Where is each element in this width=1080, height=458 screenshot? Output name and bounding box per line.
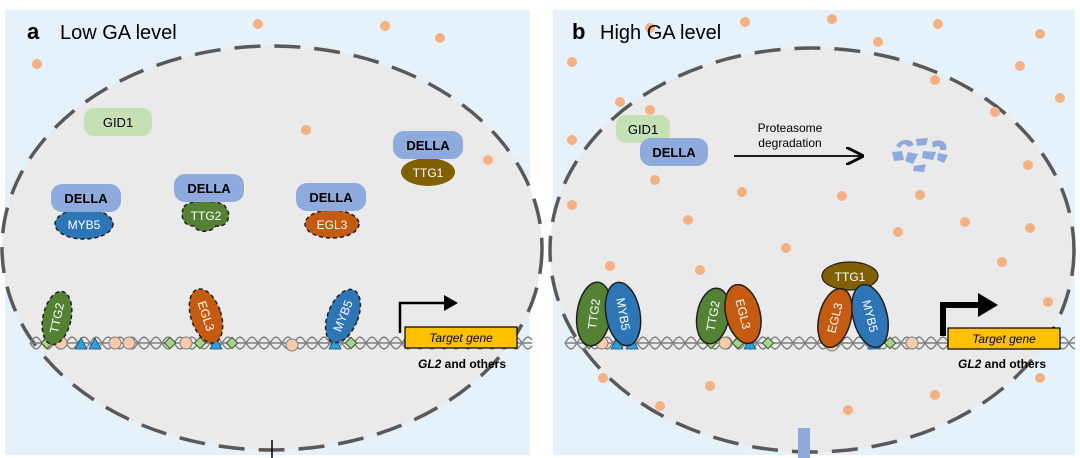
panel-b-title: High GA level (600, 22, 721, 44)
ttg1-protein-a (401, 158, 455, 186)
egl3-bound-a (188, 288, 224, 344)
promoter-arrowhead-a (444, 295, 458, 311)
egl3-bound-b2 (817, 287, 853, 349)
ttg2-protein-a (181, 200, 230, 232)
ttg2-label-a: TTG2 (191, 209, 222, 223)
ttg2-bound-label-b1: TTG2 (585, 298, 603, 331)
della-box-a3 (296, 183, 366, 211)
della-label-b: DELLA (652, 145, 696, 160)
target-gene-box-a (404, 326, 518, 349)
della-label-a1: DELLA (64, 191, 108, 206)
gl2-rest-b: and others (981, 357, 1046, 371)
ga-dots-b (567, 14, 1065, 415)
gl2-gene-a: GL2 (418, 357, 442, 371)
promoter-arrowhead-b (978, 293, 998, 317)
ttg1-protein-b (821, 261, 879, 291)
gl2-label-b: GL2 and others (958, 357, 1046, 371)
myb5-bound-b1 (604, 281, 642, 347)
panel-b: b High GA level GID1 DELLA Proteasome de… (548, 10, 1076, 458)
gl2-rest-a: and others (441, 357, 506, 371)
promoter-arrow-b (940, 302, 983, 336)
gid1-box-b (616, 115, 670, 143)
ttg2-bound-label-a: TTG2 (47, 301, 67, 334)
myb5-label-a: MYB5 (68, 218, 101, 232)
della-label-a4: DELLA (406, 138, 450, 153)
target-gene-label-b: Target gene (972, 332, 1036, 346)
gid1-label-b: GID1 (628, 122, 658, 137)
proteasome-label-line1: Proteasome (758, 121, 823, 135)
della-box-a1 (51, 184, 121, 212)
ttg1-label-a: TTG1 (413, 166, 444, 180)
egl3-bound-b1 (724, 283, 762, 345)
ttg1-label-b: TTG1 (835, 270, 866, 284)
proteasome-label-line2: degradation (758, 136, 821, 150)
gid1-label-a: GID1 (103, 115, 133, 130)
egl3-label-a: EGL3 (317, 218, 348, 232)
myb5-bound-a (324, 288, 362, 344)
della-label-a3: DELLA (309, 190, 353, 205)
myb5-bound-label-b1: MYB5 (613, 297, 633, 332)
della-box-a4 (393, 131, 463, 159)
myb5-bound-b2 (851, 283, 889, 349)
gid1-box-a (84, 108, 152, 136)
panel-a: a Low GA level GID1 MYB5 DELLA TTG2 DELL… (0, 10, 544, 458)
degraded-della-fragments (892, 138, 948, 172)
target-gene-box-b (947, 327, 1061, 350)
panel-a-title: Low GA level (60, 22, 177, 44)
panel-b-letter: b (572, 19, 585, 44)
della-box-a2 (174, 174, 244, 202)
gl2-gene-b: GL2 (958, 357, 982, 371)
target-gene-label-a: Target gene (429, 331, 493, 345)
nucleus-a (0, 44, 544, 452)
panel-a-letter: a (27, 19, 40, 44)
promoter-arrow-a (398, 301, 448, 333)
della-box-b (640, 138, 708, 166)
della-label-a2: DELLA (187, 181, 231, 196)
gl2-label-a: GL2 and others (418, 357, 506, 371)
ttg2-bound-a (41, 290, 73, 346)
ttg2-bound-label-b2: TTG2 (703, 299, 722, 332)
ga-dots-a (32, 19, 493, 165)
bottom-marker-b (798, 428, 810, 458)
